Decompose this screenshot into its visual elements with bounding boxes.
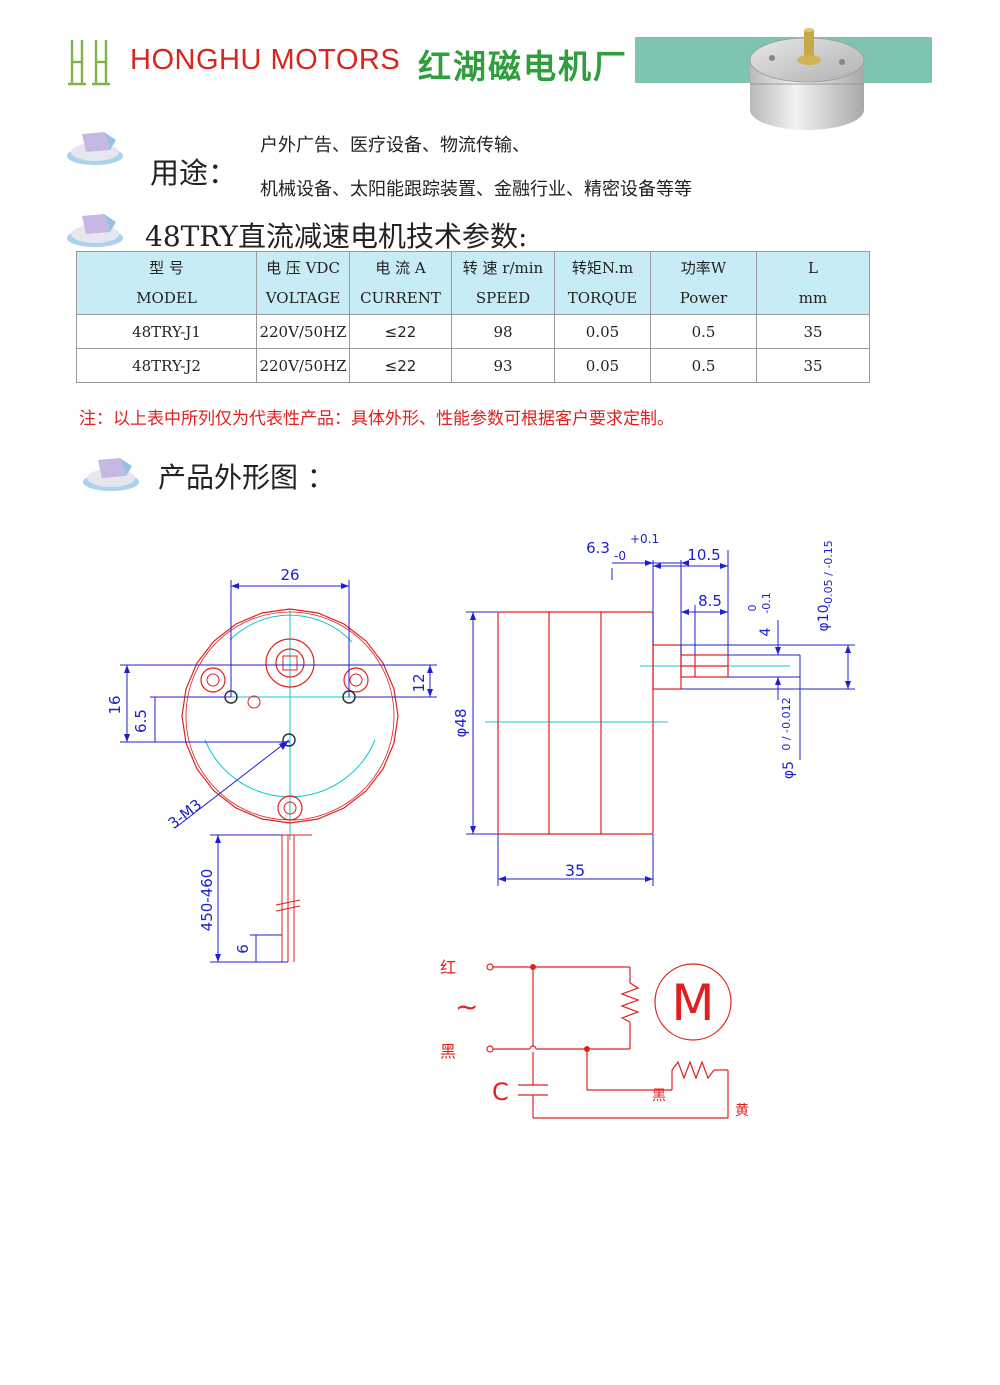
cell-model: 48TRY-J1 [76,314,257,349]
wire-label-black-2: 黑 [652,1088,666,1104]
brand-name-english: HONGHU MOTORS [130,44,401,76]
dim-dia-5: φ5 [781,761,797,779]
usage-line-2: 机械设备、太阳能跟踪装置、金融行业、精密设备等等 [260,179,692,200]
brand-name-chinese: 红湖磁电机厂 [418,47,628,86]
dim-shaft-tol-upper: +0.1 [630,532,659,546]
outline-title: 产品外形图 ： [158,461,335,494]
bullet-icon [83,458,139,491]
dim-dia-10-tol: -0.05 / -0.15 [822,540,835,608]
dim-flat-tol-lower: -0.1 [760,592,773,613]
motor-symbol: M [671,974,714,1032]
cell-speed: 93 [451,348,555,383]
wire-label-yellow: 黄 [735,1102,749,1119]
dim-16: 16 [106,695,124,714]
cell-current: ≤22 [349,348,452,383]
side-view: 6.3 +0.1 -0 10.5 8.5 4 0 -0.1 φ10 -0.05 … [452,532,855,886]
wire-label-red: 红 [440,958,456,977]
params-title: 48TRY直流减速电机技术参数: [145,220,528,253]
table-row: 48TRY-J2 220V/50HZ ≤22 93 0.05 0.5 35 [76,348,870,383]
honghu-logo-icon [68,40,110,86]
dim-flat-tol-upper: 0 [746,605,759,612]
dim-12: 12 [410,673,428,692]
dim-3-m3: 3-M3 [165,795,206,832]
cell-power: 0.5 [650,348,757,383]
footnote: 注：以上表中所列仅为代表性产品：具体外形、性能参数可根据客户要求定制。 [79,409,674,429]
dim-dia-10: φ10 [816,604,832,631]
cell-torque: 0.05 [554,348,651,383]
dim-8-5: 8.5 [698,592,722,610]
dim-35: 35 [565,861,585,880]
bullet-icon [67,132,123,165]
bullet-icon [67,214,123,247]
cell-voltage: 220V/50HZ [256,348,350,383]
cell-length: 35 [756,314,870,349]
dim-26: 26 [280,566,299,584]
dim-flat: 4 [758,627,774,636]
motor-photo [749,28,865,130]
dim-6: 6 [234,944,252,954]
housing-outline [181,608,399,824]
wiring-diagram: 红 黑 ~ C M 黑 黄 [440,958,749,1119]
dim-shaft-length: 6.3 [586,539,610,557]
dim-lead-length: 450-460 [198,869,216,932]
usage-line-1: 户外广告、医疗设备、物流传输、 [260,135,530,156]
wire-label-black: 黑 [440,1042,456,1061]
cell-model: 48TRY-J2 [76,348,257,383]
usage-label: 用途： [150,156,238,190]
cell-current: ≤22 [349,314,452,349]
cell-length: 35 [756,348,870,383]
ac-symbol: ~ [455,990,478,1023]
dim-6-5: 6.5 [132,709,150,733]
capacitor-label: C [492,1078,509,1106]
dim-dia-48: φ48 [452,709,470,738]
front-view: 26 16 6.5 12 3-M3 450-460 6 [106,566,437,963]
dim-dia-5-tol: 0 / -0.012 [780,697,793,750]
dim-shaft-tol-lower: -0 [614,549,626,563]
dim-10-5: 10.5 [687,546,720,564]
cell-voltage: 220V/50HZ [256,314,350,349]
